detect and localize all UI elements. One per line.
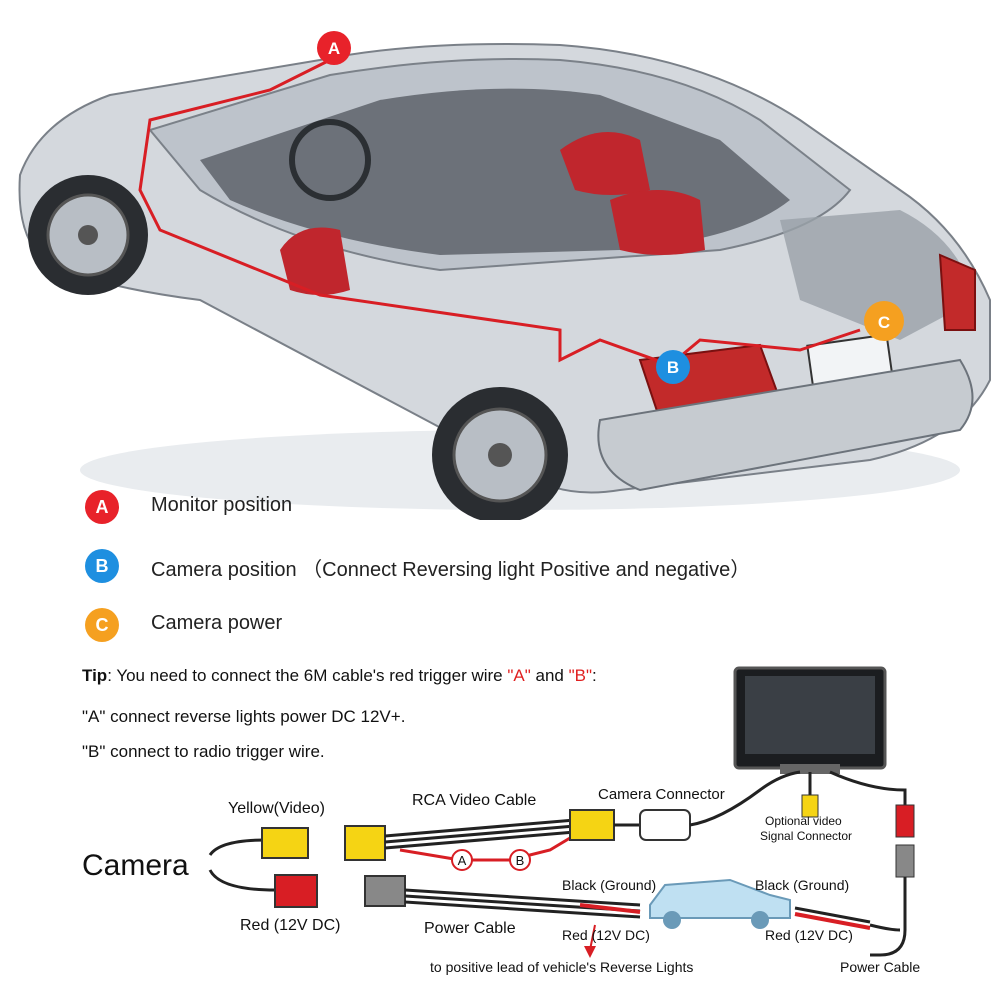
label-red-12v-mid: Red (12V DC) bbox=[562, 927, 650, 943]
seat-rear-left bbox=[560, 132, 650, 195]
rear-bumper bbox=[597, 358, 974, 492]
label-reverse-lights: to positive lead of vehicle's Reverse Li… bbox=[430, 959, 693, 975]
car-cutaway-illustration: A B C bbox=[18, 31, 991, 520]
label-power-cable-left: Power Cable bbox=[424, 920, 516, 937]
svg-text:B: B bbox=[516, 853, 525, 868]
rca-video-plug-female bbox=[344, 825, 386, 861]
label-black-ground-2: Black (Ground) bbox=[755, 877, 849, 893]
label-camera: Camera bbox=[82, 849, 189, 882]
label-optional-video-1: Optional video bbox=[765, 814, 842, 828]
monitor-power-plug-red bbox=[895, 804, 915, 838]
wiring-diagram: A B Camera Yellow(Video) RCA Video Cable… bbox=[82, 666, 920, 975]
legend-badge-a-icon: A bbox=[85, 490, 119, 524]
label-power-cable-right: Power Cable bbox=[840, 959, 920, 975]
label-red-12v-left: Red (12V DC) bbox=[240, 917, 340, 934]
label-rca-cable: RCA Video Cable bbox=[412, 792, 536, 809]
steering-wheel bbox=[289, 119, 371, 201]
tip-line-2: "A" connect reverse lights power DC 12V+… bbox=[82, 707, 406, 726]
svg-text:A: A bbox=[458, 853, 467, 868]
badge-a-icon: A bbox=[317, 31, 351, 65]
label-camera-connector: Camera Connector bbox=[598, 786, 725, 803]
badge-c-icon: C bbox=[864, 301, 904, 341]
svg-text:A: A bbox=[328, 39, 340, 58]
rear-wheel bbox=[432, 387, 568, 520]
small-car-icon bbox=[649, 878, 791, 929]
rca-video-plug-male bbox=[261, 827, 309, 859]
svg-text:C: C bbox=[878, 313, 890, 332]
label-black-ground-1: Black (Ground) bbox=[562, 877, 656, 893]
legend-badge-c-icon: C bbox=[85, 608, 119, 642]
tip-line-1: Tip: You need to connect the 6M cable's … bbox=[82, 666, 597, 685]
wire-a-marker bbox=[451, 849, 473, 871]
tip-label: Tip bbox=[82, 666, 108, 685]
rear-light-right bbox=[938, 253, 976, 331]
legend-camera-position: Camera position （Connect Reversing light… bbox=[151, 559, 751, 581]
monitor-power-plug-grey bbox=[895, 844, 915, 878]
camera-connector-icon bbox=[639, 809, 691, 841]
legend-camera-power: Camera power bbox=[151, 612, 283, 634]
label-red-12v-right: Red (12V DC) bbox=[765, 927, 853, 943]
legend-monitor-position: Monitor position bbox=[151, 494, 293, 516]
seat-rear-right bbox=[610, 190, 705, 255]
front-wheel bbox=[28, 175, 148, 295]
monitor-icon bbox=[733, 666, 887, 774]
optional-video-connector bbox=[801, 794, 819, 818]
rca-cable-yellow-end bbox=[569, 809, 615, 841]
wiring-route bbox=[138, 58, 861, 367]
power-plug-grey bbox=[364, 875, 406, 907]
wire-b-marker bbox=[509, 849, 531, 871]
tip-line-3: "B" connect to radio trigger wire. bbox=[82, 742, 325, 761]
car-trunk bbox=[780, 210, 975, 340]
legend-badge-b-icon: B bbox=[85, 549, 119, 583]
svg-text:B: B bbox=[667, 358, 679, 377]
seat-front bbox=[280, 227, 350, 295]
power-plug-red bbox=[274, 874, 318, 908]
label-yellow-video: Yellow(Video) bbox=[228, 800, 325, 817]
badge-b-icon: B bbox=[656, 350, 690, 384]
label-optional-video-2: Signal Connector bbox=[760, 829, 852, 843]
